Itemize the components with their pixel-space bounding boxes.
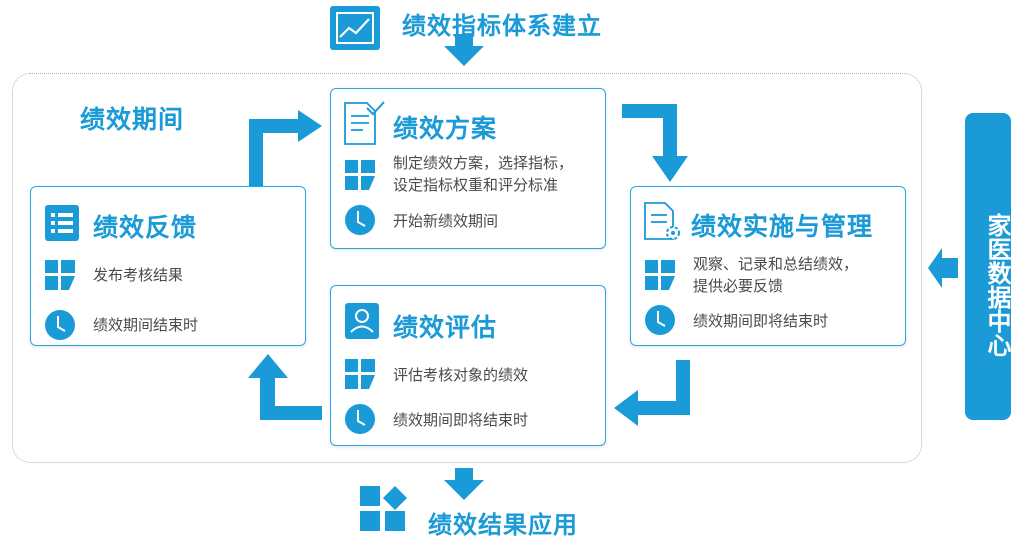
- arrow-implement-to-evaluate: [614, 360, 690, 426]
- card-evaluate-time: 绩效期间即将结束时: [393, 411, 529, 429]
- clock-icon: [645, 305, 675, 335]
- period-label: 绩效期间: [80, 105, 185, 134]
- bottom-down-arrow: [444, 468, 484, 500]
- bottom-title: 绩效结果应用: [428, 511, 578, 539]
- list-icon: [45, 205, 79, 241]
- task-icon: [345, 359, 375, 389]
- arrow-plan-to-implement: [622, 104, 688, 182]
- data-center-panel: 家医数据中心: [965, 113, 1011, 420]
- left-arrow-icon: [928, 248, 958, 288]
- top-down-arrow: [444, 34, 484, 66]
- document-check-icon: [344, 101, 385, 145]
- task-icon: [345, 160, 375, 190]
- card-implement-task: 观察、记录和总结绩效， 提供必要反馈: [693, 255, 859, 295]
- clock-icon: [345, 205, 375, 235]
- card-feedback: 绩效反馈 发布考核结果 绩效期间结束时: [30, 186, 306, 346]
- clock-icon: [45, 310, 75, 340]
- card-evaluate-title: 绩效评估: [393, 313, 498, 342]
- task-icon: [45, 260, 75, 290]
- card-feedback-task: 发布考核结果: [93, 266, 184, 284]
- document-settings-icon: [644, 202, 680, 240]
- user-profile-icon: [345, 303, 379, 339]
- card-implement-title: 绩效实施与管理: [691, 212, 874, 241]
- clock-icon: [345, 404, 375, 434]
- grid-apps-icon: [360, 486, 407, 531]
- card-implement-time: 绩效期间即将结束时: [693, 312, 829, 330]
- card-plan-time: 开始新绩效期间: [393, 212, 499, 230]
- trend-chart-icon: [330, 6, 380, 50]
- card-evaluate-task: 评估考核对象的绩效: [393, 366, 529, 384]
- top-title: 绩效指标体系建立: [402, 12, 602, 40]
- top-icon: [330, 6, 380, 54]
- data-center-label: 家医数据中心: [983, 213, 1011, 357]
- card-plan-task: 制定绩效方案，选择指标， 设定指标权重和评分标准: [393, 154, 574, 194]
- arrow-evaluate-to-feedback: [248, 354, 322, 420]
- cycle-boundary: [12, 73, 922, 463]
- card-implement: 绩效实施与管理 观察、记录和总结绩效， 提供必要反馈 绩效期间即将结束时: [630, 186, 906, 346]
- card-plan-title: 绩效方案: [393, 114, 498, 143]
- task-icon: [645, 260, 675, 290]
- card-evaluate: 绩效评估 评估考核对象的绩效 绩效期间即将结束时: [330, 285, 606, 446]
- arrow-feedback-to-plan: [249, 110, 322, 186]
- card-plan: 绩效方案 制定绩效方案，选择指标， 设定指标权重和评分标准 开始新绩效期间: [330, 88, 606, 249]
- card-feedback-title: 绩效反馈: [93, 213, 198, 242]
- card-feedback-time: 绩效期间结束时: [93, 316, 199, 334]
